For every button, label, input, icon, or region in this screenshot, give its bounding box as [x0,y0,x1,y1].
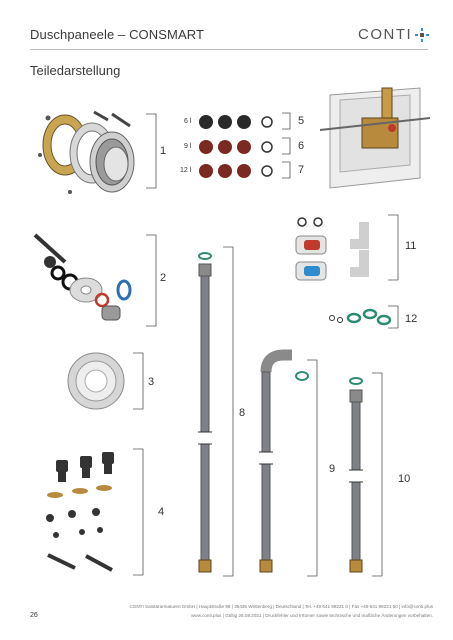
part-12-orings-drawing [329,308,392,326]
logo-text: CONTI [358,26,413,43]
part-number-11: 11 [405,240,417,252]
part-4-screws-drawing [46,452,114,572]
part-8-hose-drawing [198,252,212,573]
part-11-handles-drawing [295,217,369,281]
part-number-12: 12 [405,313,418,325]
part-number-2: 2 [160,272,167,284]
part-number-1: 1 [160,145,167,157]
parts-5-6-7-caps-drawing [199,115,273,178]
size-label-12l: 12 l [180,167,192,174]
part-number-6: 6 [298,140,305,152]
section-title: Teiledarstellung [30,63,121,78]
logo-plus-icon [415,27,430,42]
part-number-5: 5 [298,115,305,127]
page-header-title: Duschpaneele – CONSMART [30,27,205,42]
size-label-6l: 6 l [184,118,192,125]
size-label-9l: 9 l [184,143,192,150]
part-number-7: 7 [298,164,305,176]
part-3-ring-drawing [67,352,125,410]
part-number-8: 8 [239,407,246,419]
conti-logo: CONTI [358,26,430,43]
part-number-9: 9 [329,463,336,475]
page-number: 26 [30,612,38,619]
part-10-hose-drawing [349,377,363,573]
part-number-3: 3 [148,376,155,388]
part-1-escutcheon-drawing [38,110,135,194]
footer-validity-line: www.conti.plus | Gültig 26.08.2021 | Dru… [191,613,433,618]
installation-box-drawing [319,87,431,189]
header-rule [30,49,428,50]
footer-company-line: CONTI Sanitärarmaturen GmbH | Hauptstraß… [129,604,433,609]
part-number-4: 4 [158,506,165,518]
part-9-hose-drawing [259,349,309,573]
part-number-10: 10 [398,473,411,485]
part-2-set-drawing [33,233,132,321]
